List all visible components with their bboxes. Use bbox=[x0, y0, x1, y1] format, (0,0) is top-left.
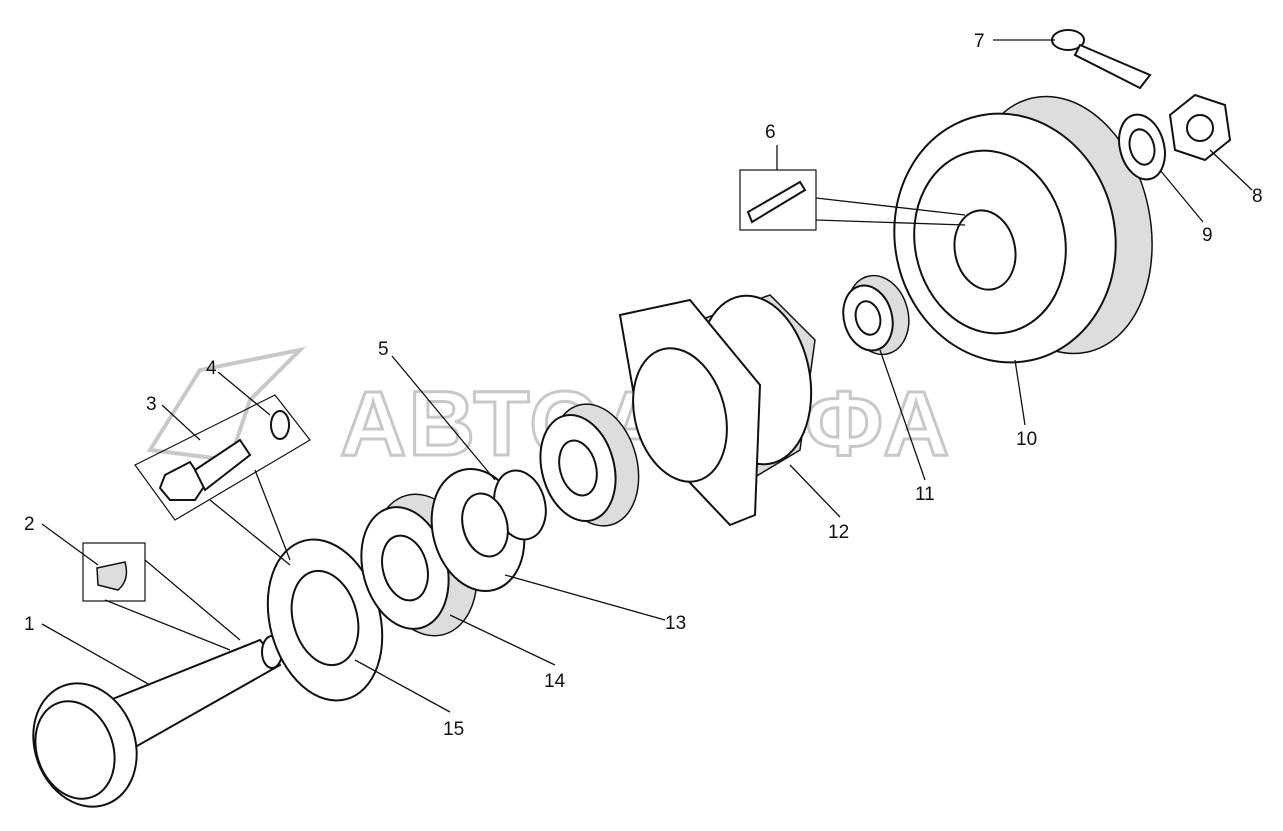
callout-1: 1 bbox=[24, 614, 35, 635]
callout-labels: 1 2 3 4 5 6 7 8 9 10 11 12 13 14 15 bbox=[24, 31, 1263, 740]
callout-7: 7 bbox=[974, 31, 985, 52]
callout-6: 6 bbox=[765, 122, 776, 143]
part-3-bolt-part-4-washer bbox=[134, 394, 311, 521]
callout-11: 11 bbox=[915, 484, 935, 505]
part-2-key bbox=[82, 542, 146, 602]
bearing-upper bbox=[539, 403, 640, 527]
part-11-slotted-nut bbox=[842, 274, 910, 356]
callout-5: 5 bbox=[378, 339, 389, 360]
part-10-pulley bbox=[893, 95, 1153, 364]
part-1-shaft bbox=[32, 635, 283, 808]
part-6-pin bbox=[739, 169, 817, 231]
callout-4: 4 bbox=[206, 358, 217, 379]
callout-2: 2 bbox=[24, 514, 35, 535]
part-7-cotter-pin bbox=[1051, 29, 1152, 90]
callout-9: 9 bbox=[1202, 225, 1213, 246]
callout-12: 12 bbox=[828, 522, 849, 543]
part-13-ring-part-5-sleeve bbox=[430, 467, 547, 593]
callout-8: 8 bbox=[1252, 186, 1263, 207]
callout-3: 3 bbox=[146, 394, 157, 415]
part-8-castle-nut bbox=[1168, 93, 1232, 162]
callout-15: 15 bbox=[443, 719, 464, 740]
callout-10: 10 bbox=[1016, 429, 1037, 450]
part-9-washer bbox=[1118, 113, 1166, 181]
part-15-flange bbox=[266, 538, 384, 702]
leader-lines bbox=[41, 39, 1253, 713]
part-12-housing bbox=[618, 294, 816, 527]
callout-14: 14 bbox=[544, 671, 566, 692]
callout-13: 13 bbox=[665, 613, 686, 634]
